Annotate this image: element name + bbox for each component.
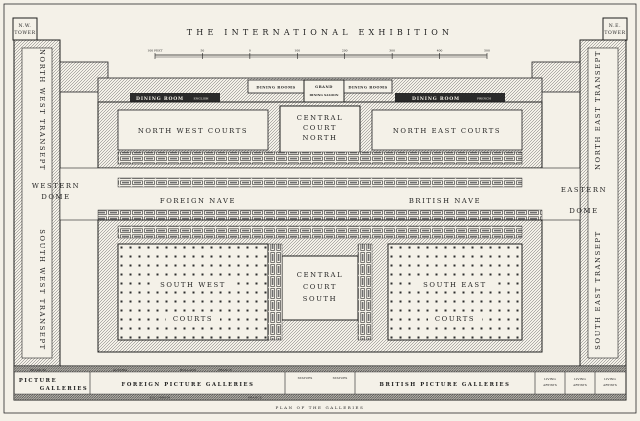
plan-caption: PLAN OF THE GALLERIES [276, 405, 365, 410]
south-west-transept-label: SOUTH WEST TRANSEPT [38, 229, 46, 351]
belgium-label: BELGIUM [30, 368, 46, 372]
scale-tick-label: 0 [249, 49, 251, 53]
south-east-label-bg [412, 279, 498, 289]
central-south-stalls-left [267, 243, 283, 341]
east-arm-inner [587, 47, 619, 359]
central-court-south-label-1: CENTRAL [297, 271, 343, 279]
dining-rooms-left-label: DINING ROOMS [256, 86, 295, 90]
scale-tick-label: 100 [294, 49, 300, 53]
scale-tick-label: 200 [342, 49, 348, 53]
scale-tick-label: 400 [437, 49, 443, 53]
british-nave-label: BRITISH NAVE [409, 197, 481, 205]
north-stall-row [117, 151, 523, 165]
living-artists-1-label-1: LIVING [544, 377, 556, 381]
nw-tower: N.W. TOWER [12, 17, 38, 41]
living-artists-1-label-2: ARTISTS [542, 383, 557, 387]
france-2-label: FRANCE [248, 396, 262, 400]
plan-frame [3, 3, 637, 414]
central-court-south-label-2: COURT [303, 283, 337, 291]
statues-label: STATUES [298, 376, 313, 380]
south-west-label-bg [150, 279, 236, 289]
eastern-dome-label-2: DOME [569, 207, 598, 215]
south-east-label-bg-2 [428, 313, 482, 323]
scale-tick-label: 50 [201, 49, 205, 53]
western-dome-label-1: WESTERN [32, 182, 80, 190]
central-court-south [281, 255, 359, 321]
central-court-north-label-3: NORTH [303, 134, 338, 142]
dining-room-english-sub: ENGLISH [193, 97, 208, 101]
dining-rooms-right [343, 79, 393, 94]
central-court-south-label-3: SOUTH [303, 295, 337, 303]
nave-south-stalls [97, 209, 543, 221]
nw-tower-label-2: TOWER [14, 30, 35, 36]
ne-tower-label-2: TOWER [604, 30, 625, 36]
grand-dining-saloon [303, 79, 345, 103]
central-court-north [279, 105, 361, 155]
zollverein-label: ZOLLVEREIN [150, 396, 171, 400]
south-east-courts-label-2: COURTS [435, 315, 475, 323]
dining-room-english [130, 93, 220, 102]
living-artists-3-label-2: ARTISTS [602, 383, 617, 387]
central-court-north-label-2: COURT [303, 124, 337, 132]
south-west-label-bg-2 [166, 313, 220, 323]
dining-room-french-label: DINING ROOM [412, 96, 460, 102]
dining-block: DINING ROOM ENGLISH DINING ROOMS GRAND D… [97, 77, 543, 103]
south-west-courts-label-2: COURTS [173, 315, 213, 323]
statues-2-label: STATUES [333, 376, 348, 380]
picture-galleries-label-1: PICTURE [19, 378, 57, 384]
foreign-picture-galleries-label: FOREIGN PICTURE GALLERIES [122, 382, 255, 388]
grand-dining-label-1: GRAND [315, 85, 333, 89]
north-west-courts [117, 109, 269, 151]
north-west-transept-label: NORTH WEST TRANSEPT [38, 49, 46, 171]
south-east-courts [387, 243, 523, 341]
scale-tick-label: 100 FEET [147, 49, 162, 53]
foreign-nave-label: FOREIGN NAVE [160, 197, 236, 205]
ne-tower-label-1: N.E. [609, 23, 621, 29]
western-dome-label-2: DOME [41, 193, 70, 201]
nw-tower-label-1: N.W. [19, 23, 32, 29]
west-arm-inner [21, 47, 53, 359]
north-west-courts-label: NORTH WEST COURTS [138, 127, 248, 135]
living-artists-3-label-1: LIVING [604, 377, 616, 381]
france-label: FRANCE [218, 368, 232, 372]
dining-rooms-right-label: DINING ROOMS [348, 86, 387, 90]
scale-tick-label: 300 [389, 49, 395, 53]
central-court-north-label-1: CENTRAL [297, 114, 343, 122]
dining-room-french [395, 93, 505, 102]
grand-dining-label-2: DINING SALOON [309, 93, 338, 97]
british-picture-galleries-label: BRITISH PICTURE GALLERIES [380, 382, 511, 388]
living-artists-2-label-1: LIVING [574, 377, 586, 381]
south-west-courts-label-1: SOUTH WEST [160, 281, 226, 289]
picture-galleries-label-2: GALLERIES [40, 386, 89, 392]
central-south-stalls-right [357, 243, 373, 341]
dining-room-french-sub: FRENCH [477, 97, 491, 101]
north-east-transept-label: NORTH EAST TRANSEPT [594, 50, 602, 170]
south-east-transept-label: SOUTH EAST TRANSEPT [594, 230, 602, 349]
nave-north-stalls [117, 177, 523, 188]
south-court-stalls-top [117, 225, 523, 239]
north-east-courts-label: NORTH EAST COURTS [393, 127, 501, 135]
scale-tick-label: 500 [484, 49, 490, 53]
holland-label: HOLLAND [180, 368, 197, 372]
south-east-courts-label-1: SOUTH EAST [423, 281, 487, 289]
living-artists-2-label-2: ARTISTS [572, 383, 587, 387]
austria-label: AUSTRIA [112, 368, 128, 372]
picture-galleries-band [13, 365, 627, 401]
ne-tower: N.E. TOWER [602, 17, 628, 41]
north-east-courts [371, 109, 523, 151]
south-west-courts [117, 243, 269, 341]
eastern-dome-label-1: EASTERN [561, 186, 607, 194]
plan-title: THE INTERNATIONAL EXHIBITION [187, 28, 453, 37]
dining-room-english-label: DINING ROOM [136, 96, 184, 102]
